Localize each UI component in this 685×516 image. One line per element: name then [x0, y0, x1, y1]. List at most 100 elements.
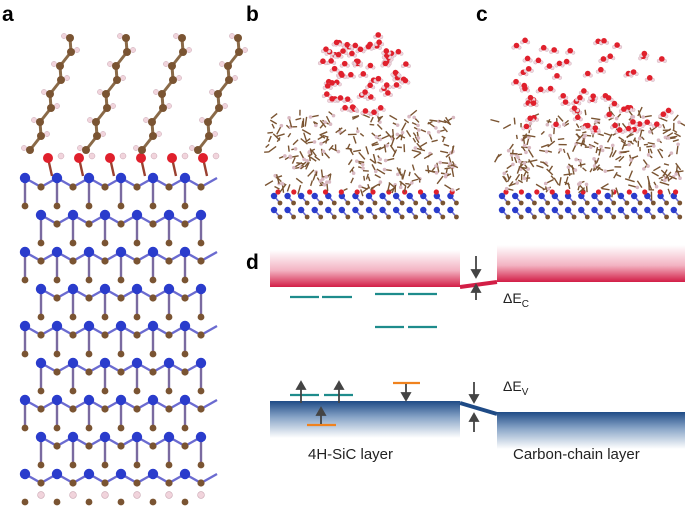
hydrogen-atom: [37, 491, 45, 499]
carbon-atom: [112, 62, 120, 70]
snapshot-c: [490, 37, 685, 220]
carbon-atom: [53, 368, 61, 376]
right-layer-label: Carbon-chain layer: [513, 446, 640, 463]
silicon-atom: [115, 468, 127, 480]
carbon-atom: [37, 257, 45, 265]
carbon-atom: [53, 294, 61, 302]
carbon-atom: [235, 48, 243, 56]
carbon-atom: [21, 424, 29, 432]
carbon-atom: [53, 498, 61, 506]
silicon-atom: [19, 320, 31, 332]
carbon-atom: [214, 90, 222, 98]
carbon-atom: [149, 498, 157, 506]
carbon-atom: [179, 48, 187, 56]
hydrogen-atom: [88, 152, 96, 160]
carbon-atom: [165, 313, 173, 321]
carbon-atom: [197, 387, 205, 395]
carbon-atom: [165, 239, 173, 247]
silicon-atom: [83, 246, 95, 258]
hydrogen-atom: [197, 491, 205, 499]
delta-ec-label: ΔEC: [503, 290, 529, 310]
carbon-atom: [149, 442, 157, 450]
carbon-atom: [133, 331, 141, 339]
carbon-atom: [69, 183, 77, 191]
carbon-atom: [165, 479, 173, 487]
hydrogen-atom: [150, 152, 158, 160]
carbon-atom: [37, 387, 45, 395]
oxygen-atom: [167, 153, 177, 163]
silicon-atom: [99, 283, 111, 295]
carbon-atom: [53, 276, 61, 284]
carbon-atom: [69, 257, 77, 265]
silicon-atom: [67, 209, 79, 221]
carbon-atom: [149, 202, 157, 210]
carbon-atom: [133, 239, 141, 247]
carbon-atom: [197, 239, 205, 247]
carbon-atom: [117, 498, 125, 506]
silicon-atom: [19, 172, 31, 184]
carbon-atom: [234, 34, 242, 42]
carbon-atom: [159, 104, 167, 112]
carbon-atom: [103, 104, 111, 112]
silicon-atom: [179, 394, 191, 406]
carbon-atom: [101, 461, 109, 469]
carbon-atom: [165, 387, 173, 395]
silicon-atom: [115, 320, 127, 332]
silicon-atom: [163, 283, 175, 295]
carbon-atom: [149, 350, 157, 358]
carbon-atom: [37, 479, 45, 487]
carbon-atom: [69, 387, 77, 395]
silicon-atom: [115, 172, 127, 184]
carbon-atom: [69, 331, 77, 339]
carbon-atom: [224, 62, 232, 70]
carbon-atom: [194, 146, 202, 154]
carbon-atom: [165, 461, 173, 469]
carbon-atom: [197, 461, 205, 469]
carbon-atom: [197, 405, 205, 413]
valence-band: [270, 401, 685, 449]
silicon-atom: [131, 283, 143, 295]
carbon-atom: [37, 183, 45, 191]
silicon-atom: [99, 209, 111, 221]
silicon-atom: [195, 209, 207, 221]
carbon-atom: [133, 313, 141, 321]
carbon-atom: [204, 118, 212, 126]
oxygen-atom: [74, 153, 84, 163]
carbon-atom: [158, 90, 166, 98]
carbon-atom: [37, 132, 45, 140]
carbon-chains: [21, 33, 248, 154]
carbon-atom: [133, 479, 141, 487]
silicon-atom: [51, 172, 63, 184]
carbon-atom: [165, 183, 173, 191]
silicon-atom: [99, 431, 111, 443]
carbon-atom: [181, 202, 189, 210]
silicon-atom: [195, 357, 207, 369]
carbon-atom: [69, 313, 77, 321]
carbon-atom: [165, 331, 173, 339]
orange-states: [307, 381, 420, 427]
teal-trap-states: [290, 292, 437, 397]
carbon-atom: [149, 132, 157, 140]
carbon-atom: [46, 90, 54, 98]
silicon-atom: [147, 172, 159, 184]
carbon-atom: [138, 146, 146, 154]
silicon-atom: [51, 246, 63, 258]
carbon-atom: [181, 442, 189, 450]
carbon-atom: [53, 202, 61, 210]
silicon-atom: [51, 468, 63, 480]
silicon-atom: [19, 394, 31, 406]
panel-label-a: a: [2, 3, 14, 26]
carbon-atom: [69, 479, 77, 487]
carbon-atom: [36, 118, 44, 126]
oxygen-atom: [105, 153, 115, 163]
carbon-atom: [117, 424, 125, 432]
silicon-atom: [131, 431, 143, 443]
carbon-atom: [101, 239, 109, 247]
silicon-atom: [67, 357, 79, 369]
carbon-atom: [37, 313, 45, 321]
delta-ev-arrows: [468, 382, 480, 432]
carbon-atom: [101, 331, 109, 339]
hydrogen-atom: [101, 491, 109, 499]
state-arrows: [295, 380, 412, 424]
carbon-atom: [47, 104, 55, 112]
